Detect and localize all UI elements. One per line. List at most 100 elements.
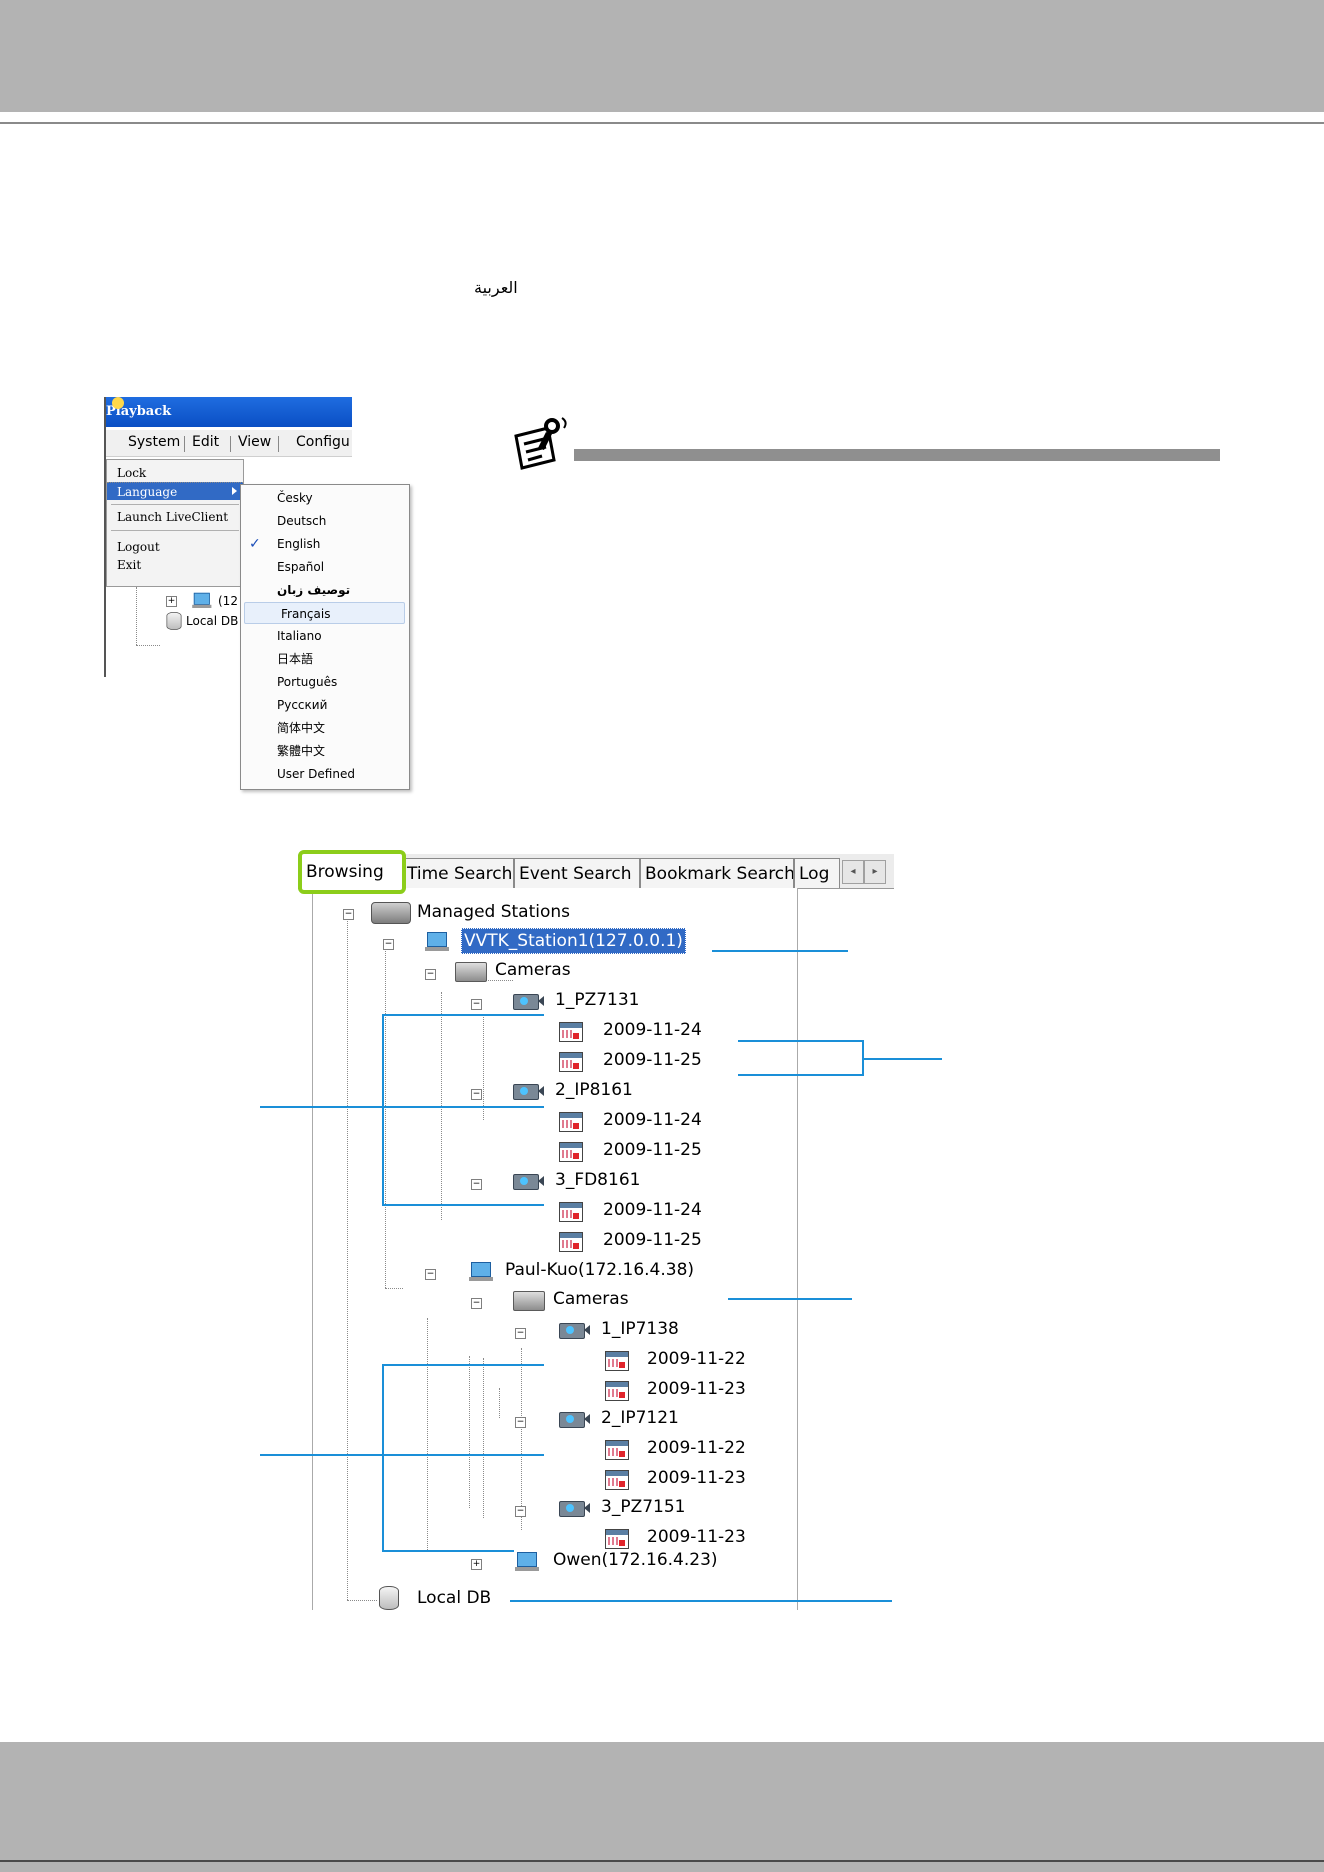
tab-time-search[interactable]: Time Search bbox=[402, 858, 514, 888]
playback-app-icon bbox=[112, 397, 124, 409]
tree-node-camera[interactable]: 1_IP7138 bbox=[601, 1319, 679, 1339]
arabic-language-label: العربية bbox=[474, 278, 518, 297]
callout-line bbox=[260, 1454, 544, 1456]
tree-toggle-collapse[interactable]: − bbox=[383, 939, 394, 950]
tree-toggle-collapse[interactable]: − bbox=[425, 969, 436, 980]
tree-node-station3[interactable]: Owen(172.16.4.23) bbox=[553, 1550, 718, 1570]
calendar-icon bbox=[605, 1470, 629, 1490]
language-option-czech[interactable]: Česky bbox=[277, 491, 313, 505]
tree-line bbox=[347, 1600, 377, 1601]
tree-node-camera[interactable]: 1_PZ7131 bbox=[555, 990, 640, 1010]
menu-edit[interactable]: Edit bbox=[192, 434, 220, 450]
tree-node-camera[interactable]: 3_FD8161 bbox=[555, 1170, 641, 1190]
callout-line bbox=[382, 1014, 384, 1206]
tree-node-date[interactable]: 2009-11-25 bbox=[603, 1050, 702, 1070]
tab-log[interactable]: Log bbox=[794, 858, 840, 888]
tree-line bbox=[136, 587, 137, 645]
tree-node-date[interactable]: 2009-11-23 bbox=[647, 1379, 746, 1399]
callout-line bbox=[382, 1014, 544, 1016]
tree-toggle-expand[interactable]: + bbox=[471, 1559, 482, 1570]
language-option-simplified-chinese[interactable]: 简体中文 bbox=[277, 721, 326, 735]
tree-node-cameras[interactable]: Cameras bbox=[495, 960, 571, 980]
pb-tree-local-db-label[interactable]: Local DB bbox=[186, 614, 239, 628]
database-icon bbox=[166, 612, 182, 630]
tree-node-date[interactable]: 2009-11-24 bbox=[603, 1200, 702, 1220]
header-band bbox=[0, 0, 1324, 112]
tree-toggle-collapse[interactable]: − bbox=[425, 1269, 436, 1280]
tree-line bbox=[483, 1358, 484, 1518]
tree-node-date[interactable]: 2009-11-24 bbox=[603, 1110, 702, 1130]
tree-line bbox=[427, 1318, 428, 1550]
tree-toggle-collapse[interactable]: − bbox=[515, 1417, 526, 1428]
language-submenu: Česky Deutsch ✓English Español توصيف زبا… bbox=[240, 484, 410, 790]
menu-item-language[interactable]: Language bbox=[107, 482, 243, 500]
tree-line bbox=[385, 1288, 403, 1289]
tree-toggle-collapse[interactable]: − bbox=[515, 1328, 526, 1339]
tree-line bbox=[385, 942, 386, 1288]
computer-icon bbox=[469, 1262, 493, 1281]
tree-node-camera[interactable]: 2_IP7121 bbox=[601, 1408, 679, 1428]
tree-node-date[interactable]: 2009-11-22 bbox=[647, 1349, 746, 1369]
tab-browsing[interactable]: Browsing bbox=[298, 850, 406, 894]
language-option-russian[interactable]: Русский bbox=[277, 698, 328, 712]
tree-line bbox=[483, 1014, 484, 1120]
language-option-user-defined[interactable]: User Defined bbox=[277, 767, 355, 781]
language-option-japanese[interactable]: 日本語 bbox=[277, 652, 314, 666]
menu-item-lock[interactable]: Lock bbox=[117, 466, 147, 480]
language-option-english[interactable]: ✓English bbox=[241, 533, 409, 555]
language-option-spanish[interactable]: Español bbox=[277, 560, 325, 574]
note-icon bbox=[514, 417, 567, 470]
tree-node-cameras[interactable]: Cameras bbox=[553, 1289, 629, 1309]
menu-system[interactable]: System bbox=[128, 434, 181, 450]
tree-node-date[interactable]: 2009-11-22 bbox=[647, 1438, 746, 1458]
tab-scroll-right-icon[interactable]: ▸ bbox=[864, 860, 886, 884]
tree-node-station2[interactable]: Paul-Kuo(172.16.4.38) bbox=[505, 1260, 695, 1280]
tree-toggle-collapse[interactable]: − bbox=[471, 1089, 482, 1100]
calendar-icon bbox=[605, 1529, 629, 1549]
tree-node-date[interactable]: 2009-11-23 bbox=[647, 1527, 746, 1547]
tab-bookmark-search[interactable]: Bookmark Search bbox=[640, 858, 794, 888]
tree-node-station1[interactable]: VVTK_Station1(127.0.0.1) bbox=[461, 928, 686, 954]
tree-toggle-expand[interactable]: + bbox=[166, 596, 177, 607]
camera-icon bbox=[559, 1412, 591, 1428]
tree-toggle-collapse[interactable]: − bbox=[343, 909, 354, 920]
language-option-persian[interactable]: توصيف زبان bbox=[277, 583, 351, 597]
menu-separator bbox=[278, 436, 279, 452]
menu-view[interactable]: View bbox=[238, 434, 272, 450]
tree-node-date[interactable]: 2009-11-24 bbox=[603, 1020, 702, 1040]
pb-tree-station-label[interactable]: (12 bbox=[218, 594, 238, 608]
calendar-icon bbox=[559, 1112, 583, 1132]
callout-line bbox=[864, 1058, 942, 1060]
tree-node-date[interactable]: 2009-11-25 bbox=[603, 1140, 702, 1160]
camera-icon bbox=[559, 1323, 591, 1339]
tree-line bbox=[521, 1348, 522, 1530]
tree-node-local-db[interactable]: Local DB bbox=[417, 1588, 492, 1608]
callout-line bbox=[738, 1074, 864, 1076]
computer-icon bbox=[192, 592, 212, 608]
language-option-portuguese[interactable]: Português bbox=[277, 675, 338, 689]
tree-node-date[interactable]: 2009-11-23 bbox=[647, 1468, 746, 1488]
server-icon bbox=[371, 902, 411, 924]
tab-scroll-left-icon[interactable]: ◂ bbox=[842, 860, 864, 884]
tree-toggle-collapse[interactable]: − bbox=[515, 1506, 526, 1517]
language-option-traditional-chinese[interactable]: 繁體中文 bbox=[277, 744, 326, 758]
tab-event-search[interactable]: Event Search bbox=[514, 858, 640, 888]
menu-configure[interactable]: Configu bbox=[296, 434, 350, 450]
language-option-italian[interactable]: Italiano bbox=[277, 629, 322, 643]
tree-toggle-collapse[interactable]: − bbox=[471, 1298, 482, 1309]
submenu-arrow-icon bbox=[232, 487, 237, 495]
menu-item-exit[interactable]: Exit bbox=[117, 558, 142, 572]
camera-icon bbox=[513, 994, 545, 1010]
tree-toggle-collapse[interactable]: − bbox=[471, 1179, 482, 1190]
calendar-icon bbox=[559, 1052, 583, 1072]
tree-node-date[interactable]: 2009-11-25 bbox=[603, 1230, 702, 1250]
menu-item-launch-liveclient[interactable]: Launch LiveClient bbox=[117, 510, 229, 524]
tree-node-managed-stations[interactable]: Managed Stations bbox=[417, 902, 571, 922]
tree-node-camera[interactable]: 3_PZ7151 bbox=[601, 1497, 686, 1517]
language-option-german[interactable]: Deutsch bbox=[277, 514, 327, 528]
callout-line bbox=[382, 1204, 544, 1206]
menu-item-logout[interactable]: Logout bbox=[117, 540, 160, 554]
language-option-french[interactable]: Français bbox=[244, 602, 405, 624]
tree-node-camera[interactable]: 2_IP8161 bbox=[555, 1080, 633, 1100]
tree-toggle-collapse[interactable]: − bbox=[471, 999, 482, 1010]
